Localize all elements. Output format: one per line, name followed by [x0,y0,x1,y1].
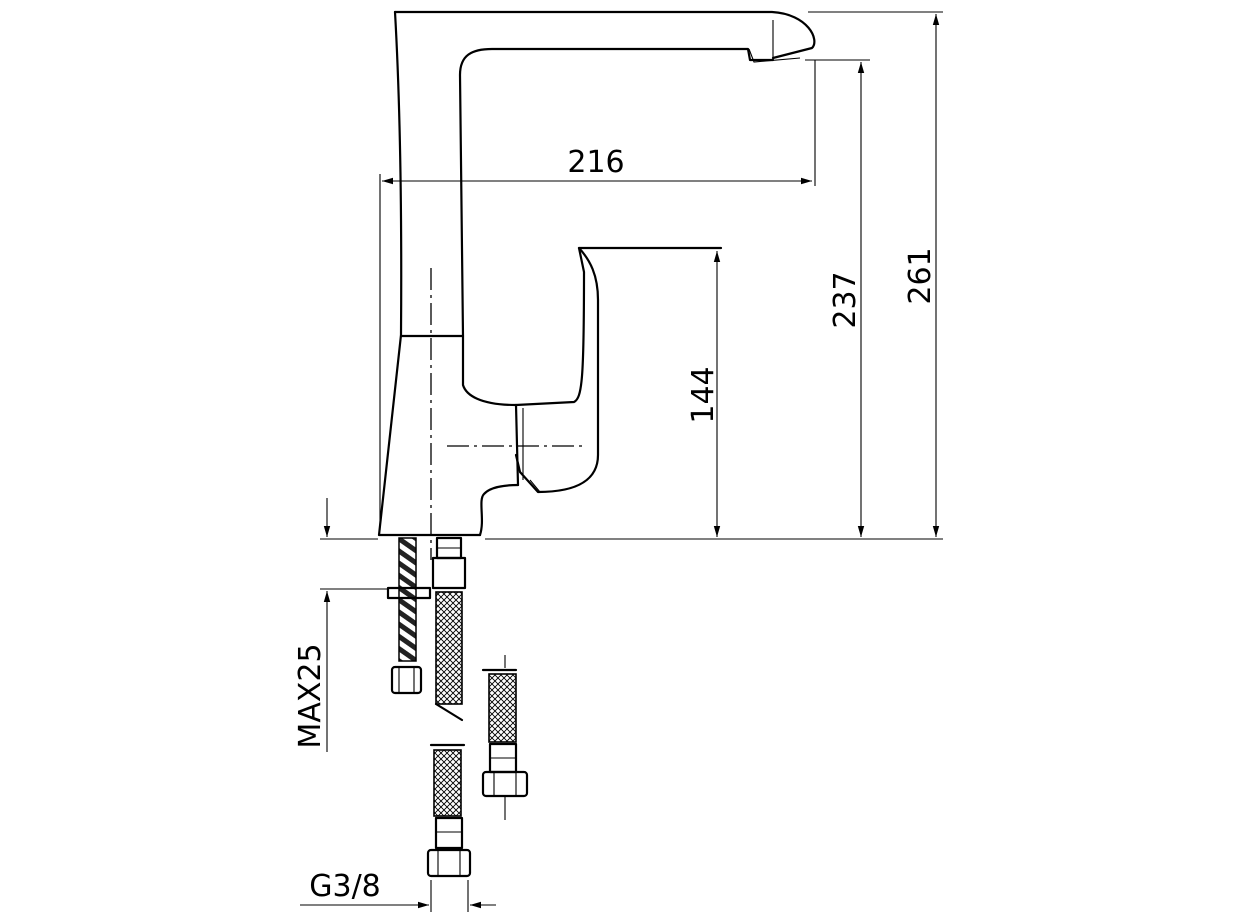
dimension-spout-height: 237 [805,59,870,537]
dimension-lever-height: 144 [686,251,721,537]
dimension-label-261: 261 [903,247,938,304]
dimension-thread: G3/8 [300,869,496,912]
mounting-stud [386,537,432,695]
dimension-label-144: 144 [686,366,721,423]
dimension-max-mount: MAX25 [293,498,388,752]
dimension-spout-reach: 216 [379,60,816,530]
dimension-label-max25: MAX25 [293,643,328,748]
lever-handle [514,246,723,494]
supply-hose-right [481,655,529,820]
dimension-label-g38: G3/8 [309,869,381,904]
faucet-body [377,10,816,537]
dimension-label-216: 216 [567,145,624,180]
dimension-total-height: 261 [808,11,943,537]
dimension-label-237: 237 [828,271,863,328]
supply-hose-center [426,536,472,878]
